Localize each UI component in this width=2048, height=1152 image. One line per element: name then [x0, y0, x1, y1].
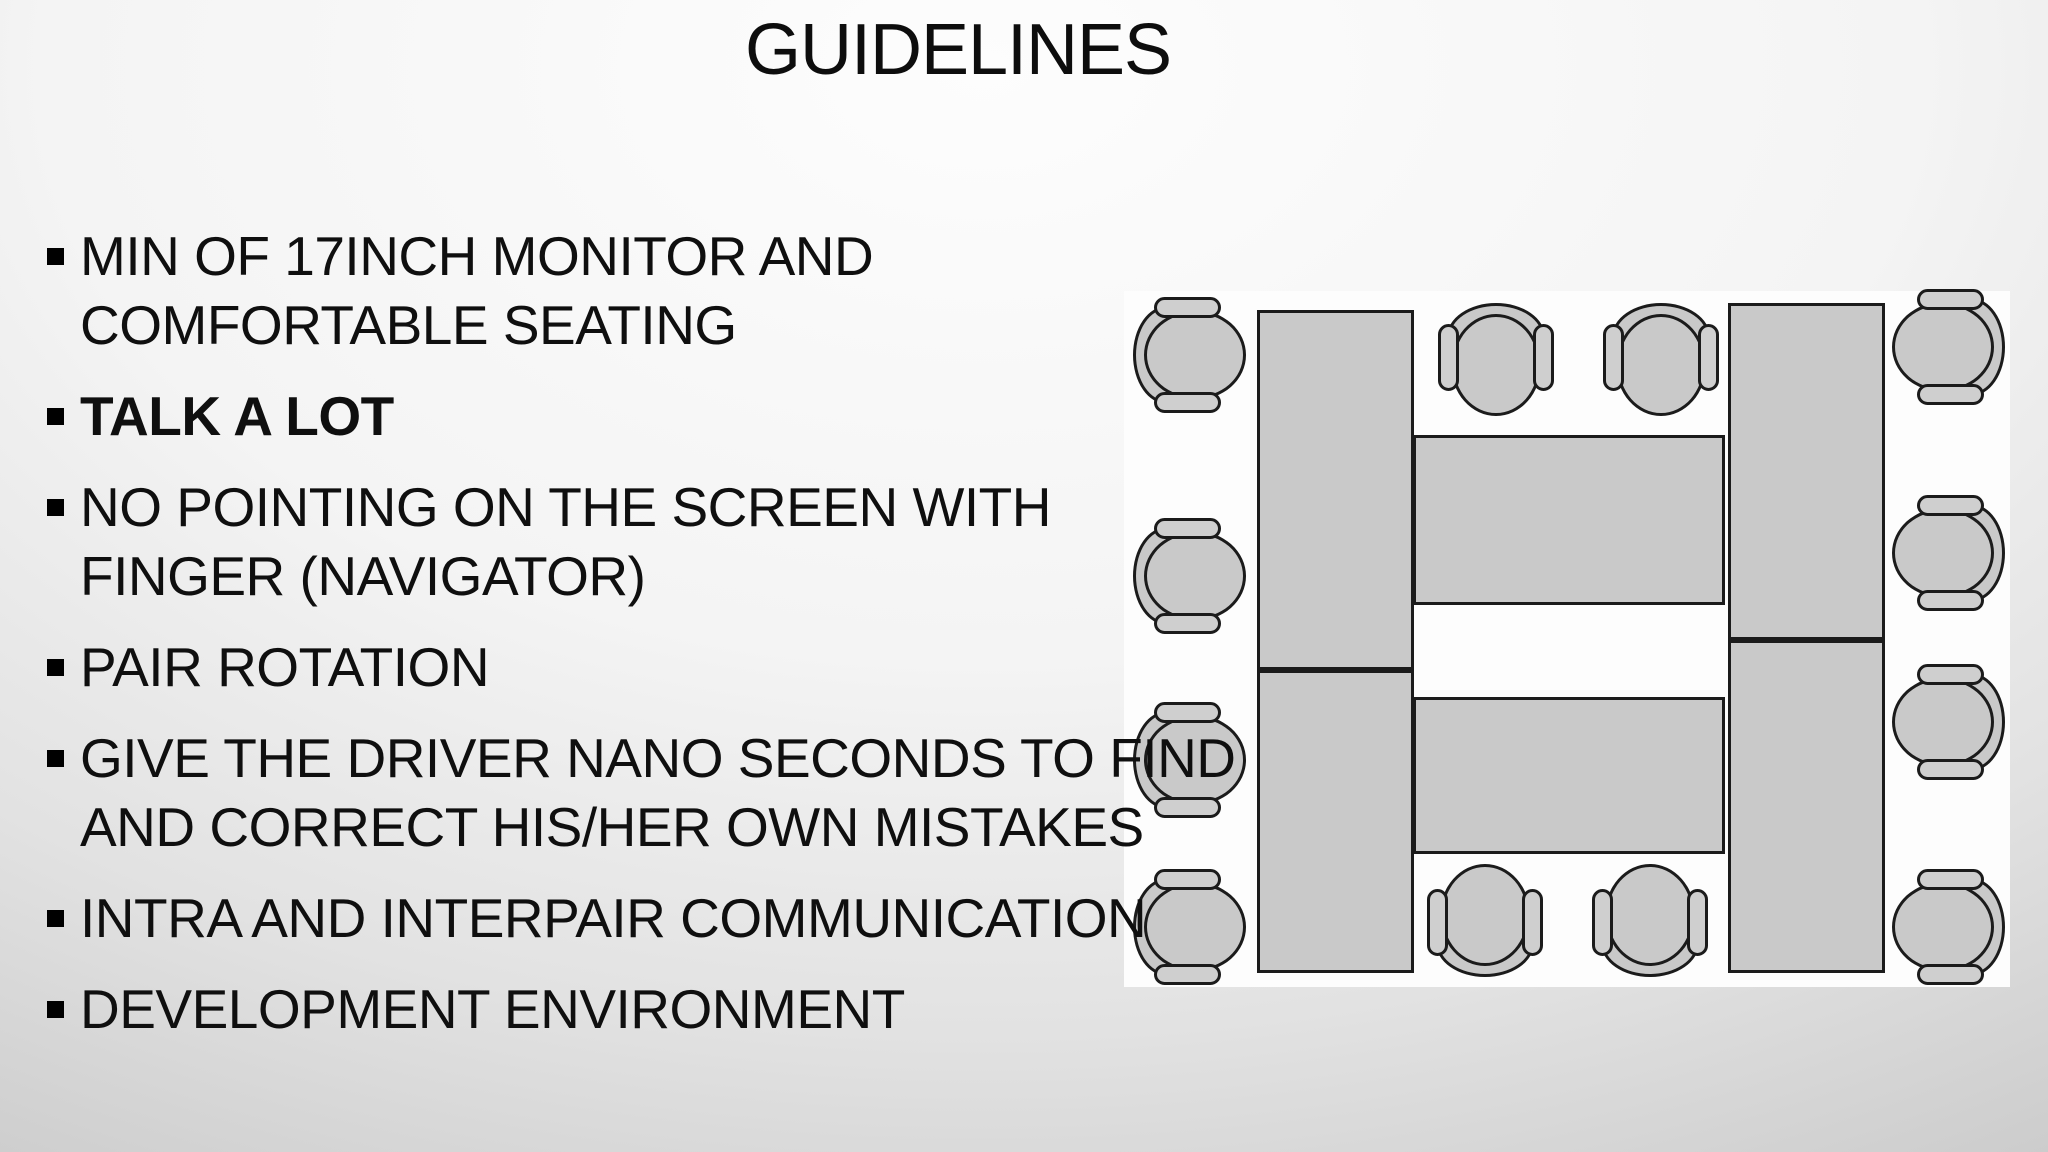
center-desk-bottom: [1413, 697, 1725, 854]
chair-seat: [1440, 864, 1530, 966]
chair: [1436, 301, 1556, 421]
bullet-item: TALK A LOT: [47, 382, 1337, 451]
chair: [1887, 662, 2007, 782]
chair-seat: [1892, 677, 1994, 767]
bullet-list: MIN OF 17INCH MONITOR AND COMFORTABLE SE…: [47, 222, 1337, 1066]
chair-seat: [1616, 314, 1706, 416]
chair-armrest: [1592, 889, 1613, 956]
bullet-item: NO POINTING ON THE SCREEN WITH FINGER (N…: [47, 473, 1337, 611]
bullet-item: DEVELOPMENT ENVIRONMENT: [47, 975, 1337, 1044]
bullet-item: PAIR ROTATION: [47, 633, 1337, 702]
chair-armrest: [1917, 964, 1984, 985]
chair: [1887, 287, 2007, 407]
chair-armrest: [1522, 889, 1543, 956]
chair-armrest: [1533, 324, 1554, 391]
chair: [1425, 859, 1545, 979]
chair-armrest: [1438, 324, 1459, 391]
chair-seat: [1605, 864, 1695, 966]
chair-armrest: [1917, 590, 1984, 611]
chair-armrest: [1698, 324, 1719, 391]
bullet-item: INTRA AND INTERPAIR COMMUNICATION: [47, 884, 1337, 953]
chair: [1601, 301, 1721, 421]
chair-armrest: [1917, 869, 1984, 890]
chair-armrest: [1917, 289, 1984, 310]
chair-armrest: [1917, 495, 1984, 516]
right-desk-top: [1728, 303, 1885, 640]
chair-armrest: [1917, 384, 1984, 405]
chair-armrest: [1917, 759, 1984, 780]
right-desk-bottom: [1728, 640, 1885, 973]
chair-armrest: [1427, 889, 1448, 956]
chair-seat: [1451, 314, 1541, 416]
left-desk-bottom: [1257, 670, 1414, 973]
chair: [1887, 867, 2007, 987]
seating-diagram: [1124, 289, 2010, 987]
center-desk-top: [1413, 435, 1725, 605]
bullet-item: MIN OF 17INCH MONITOR AND COMFORTABLE SE…: [47, 222, 1337, 360]
chair: [1887, 493, 2007, 613]
slide-title: GUIDELINES: [744, 10, 1172, 90]
chair-armrest: [1917, 664, 1984, 685]
chair: [1590, 859, 1710, 979]
bullet-item: GIVE THE DRIVER NANO SECONDS TO FIND AND…: [47, 724, 1337, 862]
chair-seat: [1892, 508, 1994, 598]
chair-seat: [1892, 882, 1994, 972]
chair-armrest: [1603, 324, 1624, 391]
left-desk-top: [1257, 310, 1414, 670]
chair-seat: [1892, 302, 1994, 392]
chair-armrest: [1687, 889, 1708, 956]
